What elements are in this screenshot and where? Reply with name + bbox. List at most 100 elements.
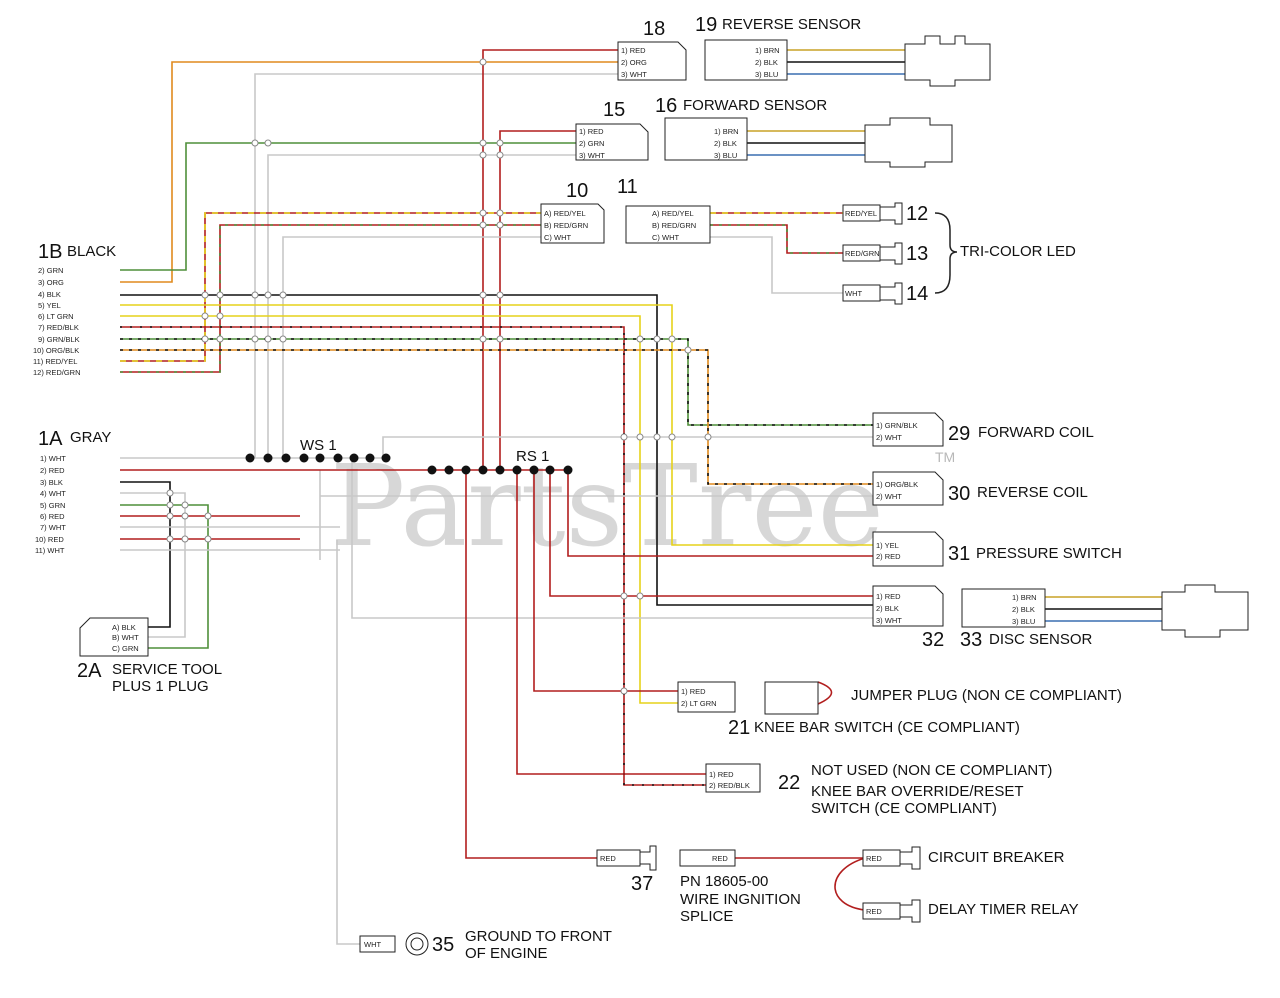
connector-19-pin: 2) BLK — [755, 58, 778, 67]
wire-red-31 — [567, 470, 875, 557]
breaker-label: CIRCUIT BREAKER — [928, 849, 1065, 866]
led-12-pin — [879, 202, 903, 225]
relay-pin — [899, 899, 921, 923]
wire-1a-blk3 — [120, 481, 171, 628]
svg-text:11) WHT: 11) WHT — [35, 546, 65, 555]
connector-22-label-2: KNEE BAR OVERRIDE/RESET — [811, 783, 1024, 800]
wire-wht-32 — [351, 458, 875, 619]
connector-10-body — [540, 203, 605, 244]
connector-2a-label-1: SERVICE TOOL — [112, 661, 222, 678]
splice-ws1-label: WS 1 — [300, 437, 337, 454]
connector-37-id: 37 — [631, 873, 653, 895]
wire-org — [120, 61, 620, 283]
connector-2a-id: 2A — [77, 660, 102, 682]
connector-37-pin — [639, 845, 657, 871]
wire-grn — [120, 142, 578, 271]
svg-text:6) RED: 6) RED — [40, 512, 65, 521]
connector-18-pin: 1) RED — [621, 46, 646, 55]
connector-11-pin: A) RED/YEL — [652, 209, 694, 218]
connector-18-body — [617, 41, 687, 81]
relay-pin-label: RED — [866, 907, 882, 916]
wire-relay — [834, 857, 866, 911]
wire-red-32 — [549, 470, 875, 597]
svg-text:6) LT GRN: 6) LT GRN — [38, 312, 74, 321]
wire-grn-blk — [120, 338, 875, 426]
connector-22-pin: 1) RED — [709, 770, 734, 779]
led-12-id: 12 — [906, 203, 928, 225]
svg-text:5) GRN: 5) GRN — [40, 501, 65, 510]
connector-32-body — [872, 585, 944, 627]
connector-32-pin: 1) RED — [876, 592, 901, 601]
jumper-loop — [817, 681, 833, 705]
wire-wht-10 — [282, 236, 543, 458]
wire-red-15 — [499, 130, 578, 470]
breaker-pin-label: RED — [866, 854, 882, 863]
led-12-body — [842, 204, 881, 222]
connector-2a-label-2: PLUS 1 PLUG — [112, 678, 209, 695]
wires — [120, 49, 1162, 945]
led-14-body — [842, 284, 881, 302]
connector-29-id: 29 — [948, 423, 970, 445]
wire-wht-15 — [267, 154, 578, 458]
connector-10-id: 10 — [566, 180, 588, 202]
connector-15-body — [575, 123, 649, 161]
splice-dots — [245, 453, 573, 475]
rs1-dot — [427, 465, 437, 475]
splice-label-1: PN 18605-00 — [680, 873, 768, 890]
connector-29-pin: 1) GRN/BLK — [876, 421, 918, 430]
connector-30-label: REVERSE COIL — [977, 484, 1088, 501]
connector-19-label: REVERSE SENSOR — [722, 16, 861, 33]
wire-red-21 — [533, 470, 680, 692]
connector-11-pin: C) WHT — [652, 233, 679, 242]
harness-1b-id: 1B — [38, 241, 62, 263]
connector-33-body — [961, 588, 1046, 628]
sensor-16-plug — [864, 117, 953, 168]
connector-22-label-3: SWITCH (CE COMPLIANT) — [811, 800, 997, 817]
svg-text:3) ORG: 3) ORG — [38, 278, 64, 287]
splice-label-2: WIRE INGNITION — [680, 891, 801, 908]
connector-31-label: PRESSURE SWITCH — [976, 545, 1122, 562]
connector-33-pin: 2) BLK — [1012, 605, 1035, 614]
led-14-pin — [879, 282, 903, 305]
harness-1a-pins: 1) WHT 2) RED 3) BLK 4) WHT 5) GRN 6) RE… — [35, 454, 66, 555]
led-13-pin-label: RED/GRN — [845, 249, 880, 258]
connector-19-id: 19 — [695, 14, 717, 36]
connector-29-pin: 2) WHT — [876, 433, 902, 442]
wire-blk — [120, 294, 875, 606]
connector-32-pin: 3) WHT — [876, 616, 902, 625]
connector-2a-pin: A) BLK — [112, 623, 136, 632]
splice-label-3: SPLICE — [680, 908, 733, 925]
wire-wht-30 — [319, 470, 875, 560]
wire-red-22 — [516, 470, 708, 775]
connector-16-body — [664, 117, 748, 161]
watermark-tm: TM — [935, 449, 955, 465]
svg-text:3) BLK: 3) BLK — [40, 478, 63, 487]
connector-19-pin: 3) BLU — [755, 70, 778, 79]
breaker-body — [862, 849, 901, 867]
connector-11-id: 11 — [617, 176, 638, 198]
connector-33-label: DISC SENSOR — [989, 631, 1093, 648]
connector-32-pin: 2) BLK — [876, 604, 899, 613]
connector-18-id: 18 — [643, 18, 665, 40]
ground-35-pin-label: WHT — [364, 940, 381, 949]
connector-15-id: 15 — [603, 99, 625, 121]
connector-30-id: 30 — [948, 483, 970, 505]
svg-text:10) RED: 10) RED — [35, 535, 64, 544]
connector-16-pin: 2) BLK — [714, 139, 737, 148]
jumper-plug-label: JUMPER PLUG (NON CE COMPLIANT) — [851, 687, 1122, 704]
led-13-id: 13 — [906, 243, 928, 265]
connector-10-pin: C) WHT — [544, 233, 571, 242]
svg-text:5) YEL: 5) YEL — [38, 301, 61, 310]
svg-text:12) RED/GRN: 12) RED/GRN — [33, 368, 81, 377]
connector-10-pin: A) RED/YEL — [544, 209, 586, 218]
harness-1a-label: GRAY — [70, 429, 111, 446]
svg-text:7) RED/BLK: 7) RED/BLK — [38, 323, 79, 332]
svg-text:10) ORG/BLK: 10) ORG/BLK — [33, 346, 79, 355]
connector-2a-pin: B) WHT — [112, 633, 139, 642]
connector-29-label: FORWARD COIL — [978, 424, 1094, 441]
connector-21-body — [677, 681, 736, 713]
led-13-body — [842, 244, 881, 262]
tri-led-brace — [934, 212, 958, 294]
connector-19-body — [704, 39, 788, 81]
